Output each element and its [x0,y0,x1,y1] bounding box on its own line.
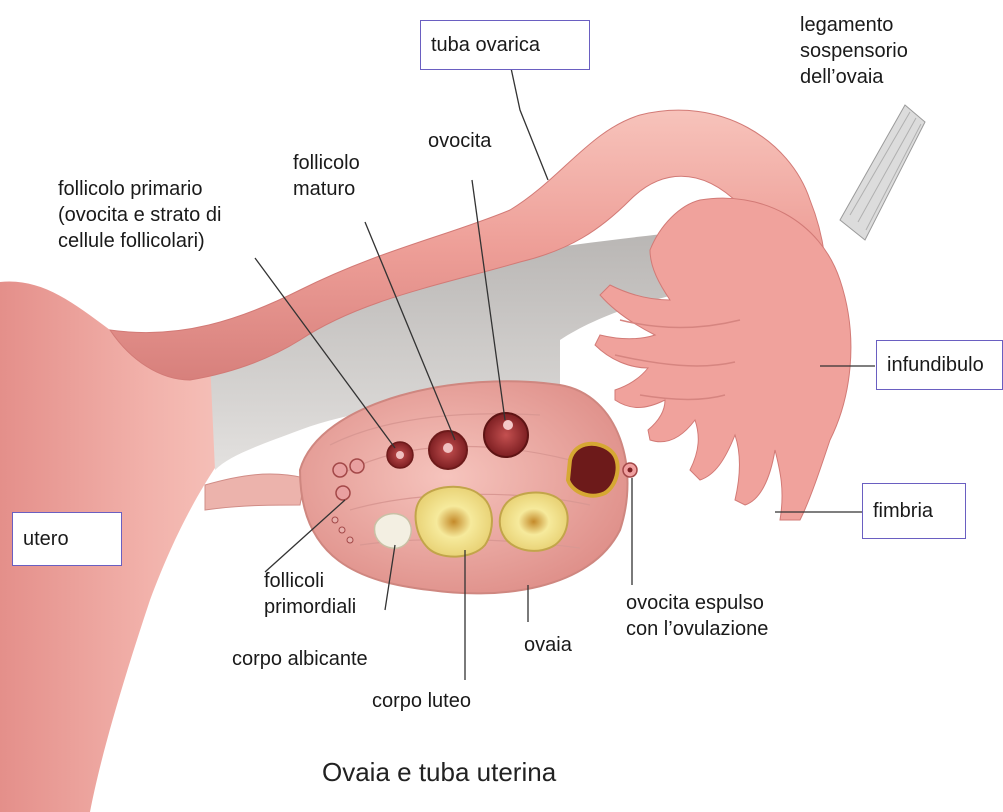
label-ovocita-espulso: ovocita espulso con l’ovulazione [626,590,768,642]
oocyte-follicle [484,413,528,457]
label-follicolo-primario: follicolo primario (ovocita e strato di … [58,176,221,254]
label-follicolo-maturo: follicolo maturo [293,150,360,202]
label-tuba-ovarica: tuba ovarica [420,20,590,70]
corpus-luteum-2 [500,493,568,551]
corpus-luteum [416,487,492,557]
corpus-albicans [375,514,412,549]
label-ovocita: ovocita [428,128,491,154]
ruptured-follicle [568,444,618,496]
label-ovaia: ovaia [524,632,572,658]
label-follicoli-primordiali: follicoli primordiali [264,568,356,620]
ovarian-ligament [205,474,305,510]
label-legamento: legamento sospensorio dell’ovaia [800,12,908,90]
label-fimbria: fimbria [862,483,966,539]
label-utero: utero [12,512,122,566]
label-corpo-albicante: corpo albicante [232,646,368,672]
label-corpo-luteo: corpo luteo [372,688,471,714]
label-infundibulo: infundibulo [876,340,1003,390]
diagram-caption: Ovaia e tuba uterina [322,757,556,788]
